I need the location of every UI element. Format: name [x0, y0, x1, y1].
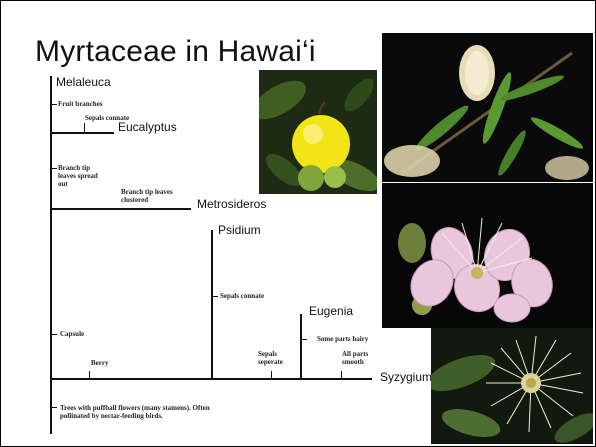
photo-psidium-guava — [259, 70, 377, 194]
tick-some-parts-hairy — [302, 339, 307, 340]
note-capsule: Capsule — [60, 330, 100, 338]
genus-eucalyptus: Eucalyptus — [118, 120, 177, 134]
syzygium-image — [431, 328, 593, 444]
genus-metrosideros: Metrosideros — [197, 197, 266, 211]
stem-eucalyptus — [84, 123, 85, 133]
tick-all-parts-smooth — [341, 371, 342, 379]
tick-berry — [89, 371, 90, 379]
stem-eugenia — [300, 314, 302, 379]
note-sepals-connate-2: Sepals connate — [220, 292, 300, 300]
tick-sepals-connate-2 — [213, 296, 218, 297]
photo-syzygium — [431, 328, 593, 444]
stem-psidium — [211, 230, 213, 379]
photo-eugenia — [382, 183, 593, 328]
note-sepals-connate-1: Sepals connate — [85, 114, 155, 122]
tick-fruit-branches — [52, 104, 57, 105]
note-branch-tip-clustered: Branch tip leaves clustered — [121, 188, 183, 204]
photo-melaleuca — [382, 33, 593, 182]
note-all-parts-smooth: All parts smooth — [342, 350, 370, 366]
tick-capsule — [52, 334, 57, 335]
note-some-parts-hairy: Some parts hairy — [317, 335, 387, 343]
note-fruit-branches: Fruit branches — [58, 100, 148, 108]
branch-eucalyptus — [52, 132, 114, 134]
genus-melaleuca: Melaleuca — [56, 75, 111, 89]
tick-branch-tip — [52, 168, 57, 169]
note-branch-tip-spread: Branch tip leaves spread out — [58, 164, 106, 188]
note-trees-puffball: Trees with puffball flowers (many stamen… — [60, 404, 240, 420]
genus-eugenia: Eugenia — [309, 304, 353, 318]
note-berry: Berry — [91, 359, 121, 367]
note-sepals-seperate: Sepals seperate — [258, 350, 288, 366]
tree-main-stem — [50, 76, 52, 434]
genus-syzygium: Syzygium — [380, 370, 432, 384]
branch-metrosideros — [52, 208, 191, 210]
genus-psidium: Psidium — [218, 223, 261, 237]
guava-fruit-image — [259, 70, 377, 194]
melaleuca-image — [382, 33, 593, 182]
eugenia-image — [382, 183, 593, 328]
tick-sepals-seperate — [271, 371, 272, 379]
slide-title: Myrtaceae in Hawai‘i — [35, 35, 316, 69]
tick-trees-puffball — [52, 407, 57, 408]
